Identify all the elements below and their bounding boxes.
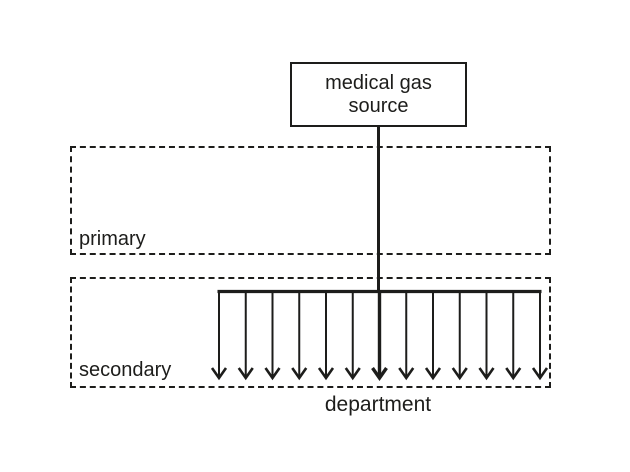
primary-zone-box: primary — [70, 146, 551, 255]
distribution-arrows — [210, 289, 549, 381]
secondary-zone-label: secondary — [79, 359, 172, 381]
source-box-label-line1: medical gas — [325, 71, 432, 94]
source-box-label-line2: source — [348, 94, 409, 117]
main-supply-line — [377, 127, 380, 292]
department-label: department — [324, 393, 432, 416]
source-box: medical gas source — [290, 62, 467, 127]
secondary-zone-box: secondary — [70, 277, 551, 388]
primary-zone-label: primary — [79, 228, 146, 250]
